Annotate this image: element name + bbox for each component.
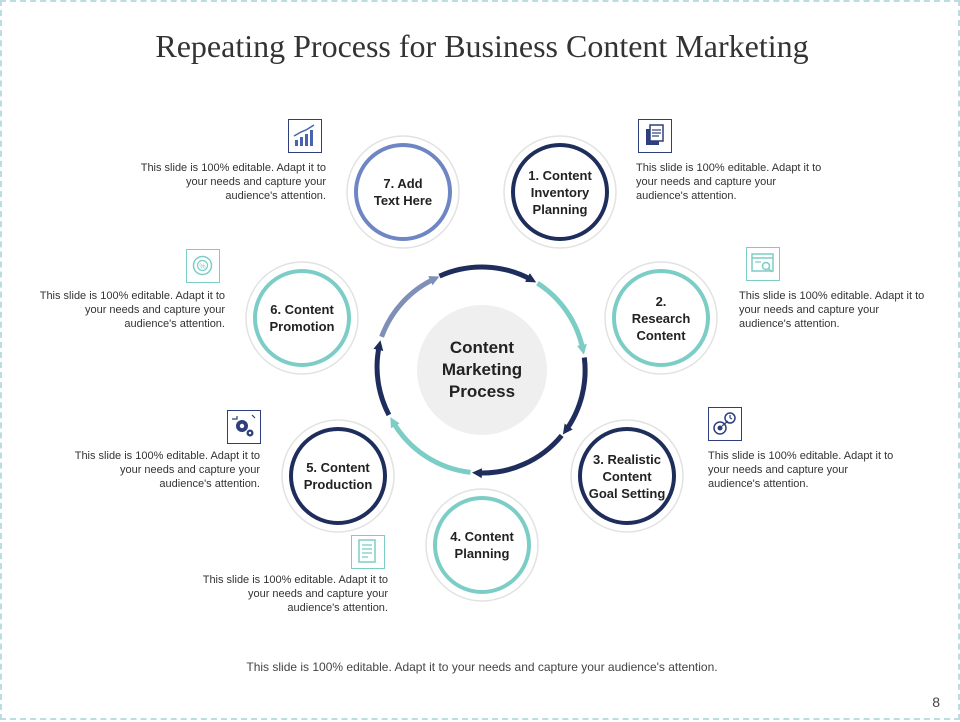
step-label-4: 4. Content Planning [450,529,514,561]
svg-text:%: % [199,264,205,271]
megaphone-badge-icon: % [186,249,220,283]
gears-icon [227,410,261,444]
step-node-3 [570,419,684,533]
cycle-arc [536,281,587,355]
cycle-arc [373,340,392,417]
step-desc-6: This slide is 100% editable. Adapt it to… [39,290,225,330]
browser-search-icon [746,247,780,281]
step-label-2: 2. Research Content [631,293,691,343]
step-desc-1: This slide is 100% editable. Adapt it to… [636,162,822,202]
checklist-icon [351,535,385,569]
documents-icon [638,119,672,153]
cycle-arc [562,357,588,435]
step-label-1: 1. Content Inventory Planning [528,167,592,217]
step-label-7: 7. Add Text Here [373,176,433,208]
step-label-5: 5. Content Production [303,460,373,492]
step-node-4 [425,488,539,602]
page-number: 8 [932,694,940,710]
step-desc-7: This slide is 100% editable. Adapt it to… [140,162,326,202]
target-clock-icon [708,407,742,441]
step-node-2 [604,261,718,375]
cycle-arc [379,276,440,338]
center-circle [417,305,547,435]
cycle-arc [472,433,564,479]
footer-text: This slide is 100% editable. Adapt it to… [246,660,718,674]
step-node-7 [346,135,460,249]
step-node-1 [503,135,617,249]
slide-title: Repeating Process for Business Content M… [155,28,809,64]
step-desc-4: This slide is 100% editable. Adapt it to… [202,574,388,614]
step-desc-2: This slide is 100% editable. Adapt it to… [739,290,925,330]
growth-chart-icon [288,119,322,153]
step-label-3: 3. Realistic Content Goal Setting [588,451,666,501]
step-desc-3: This slide is 100% editable. Adapt it to… [708,450,894,490]
cycle-arc [390,417,471,475]
cycle-arc [438,264,537,283]
step-desc-5: This slide is 100% editable. Adapt it to… [74,450,260,490]
step-node-6 [245,261,359,375]
center-label: Content Marketing Process [441,338,523,401]
step-label-6: 6. Content Promotion [269,302,335,334]
step-node-5 [281,419,395,533]
